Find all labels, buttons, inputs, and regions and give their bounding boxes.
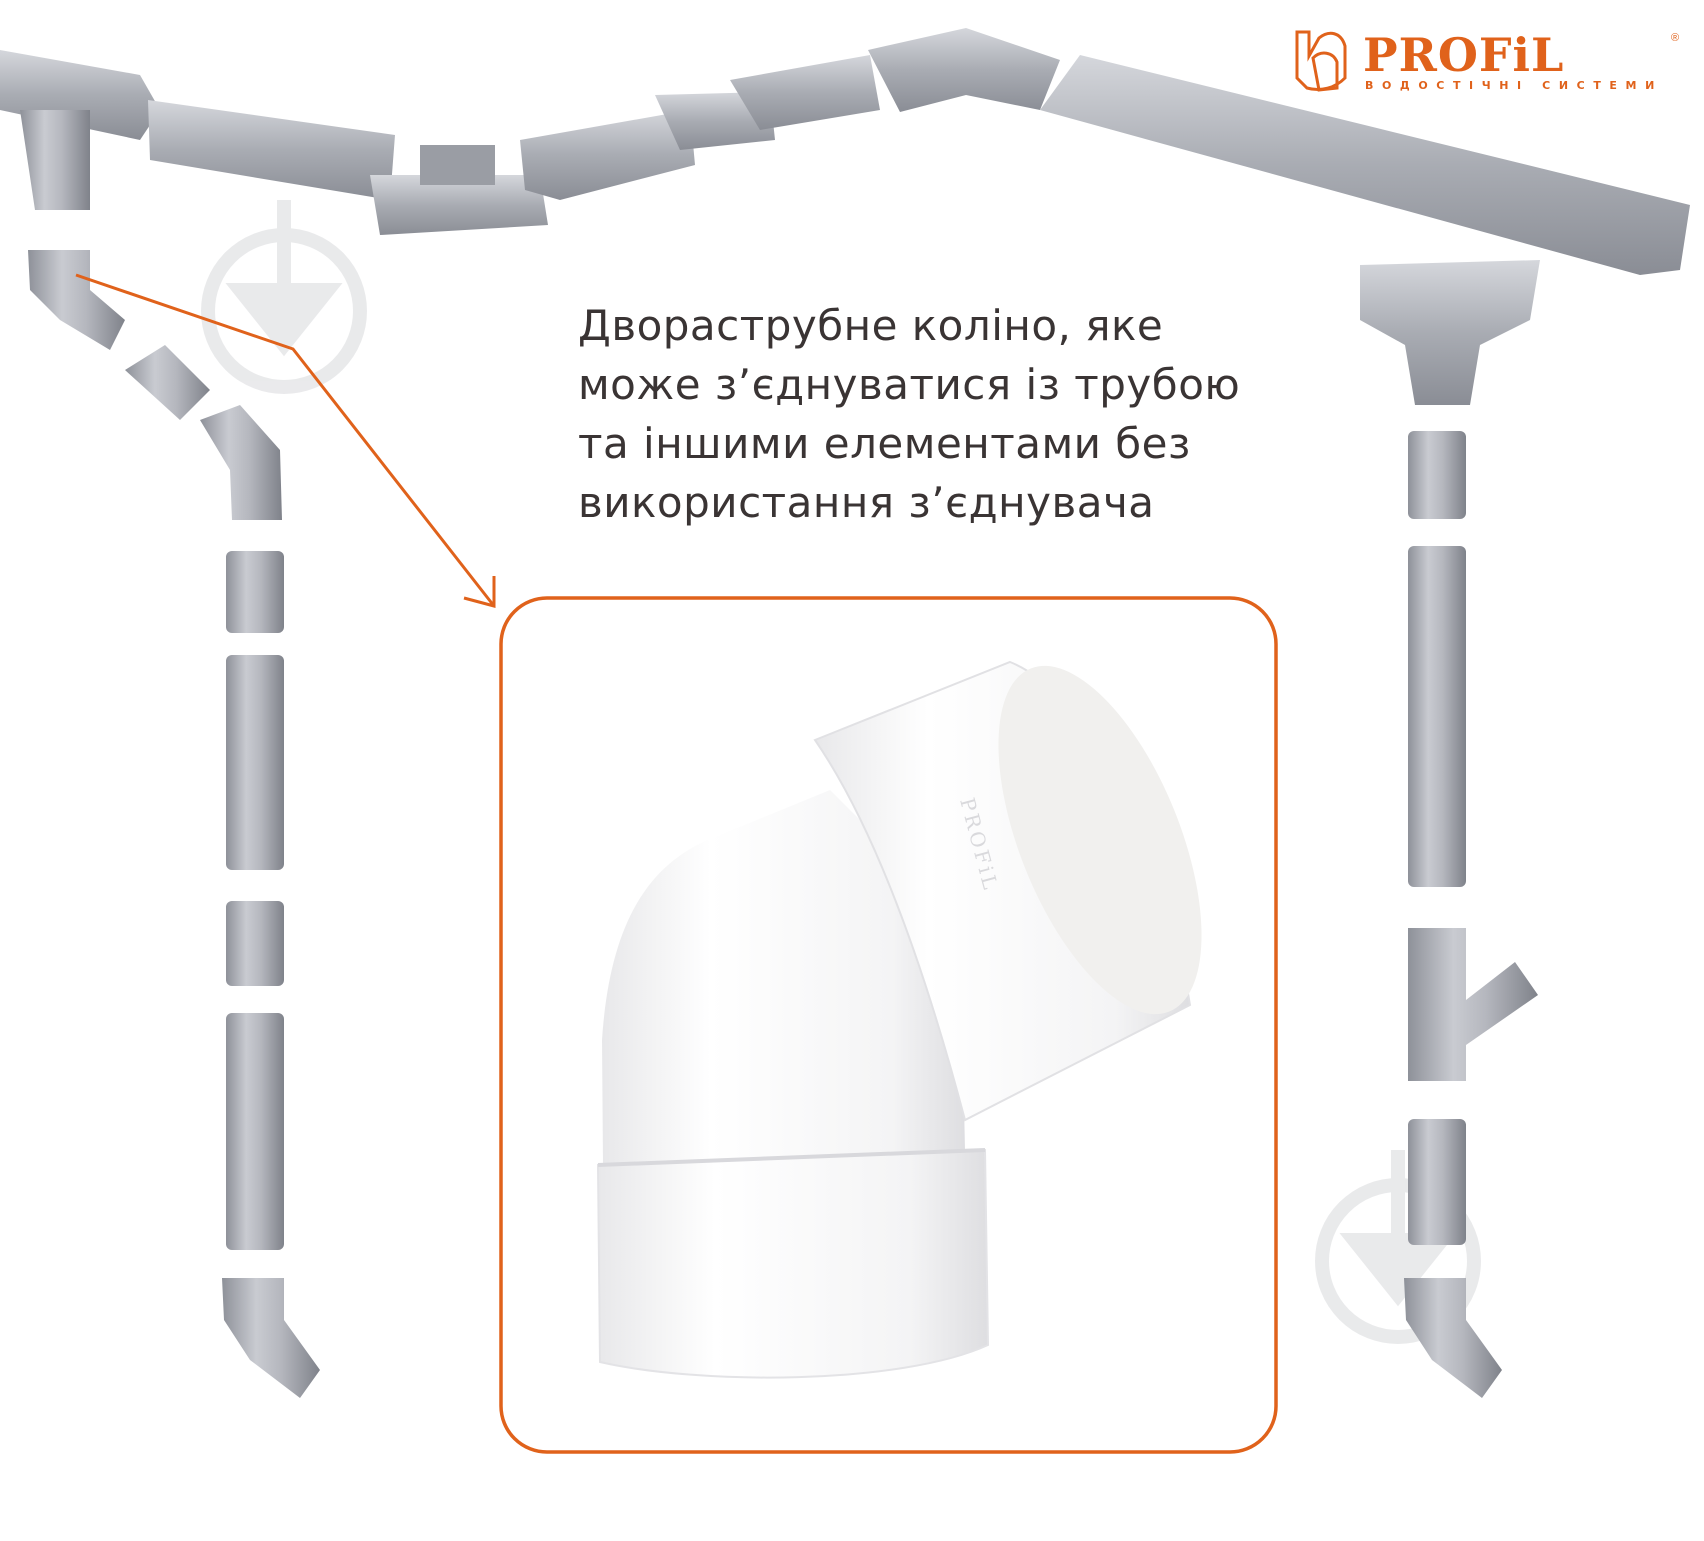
left-downpipe-column	[28, 250, 320, 1398]
registered-mark: ®	[1671, 32, 1680, 44]
brand-tagline: ВОДОСТІЧНІ СИСТЕМИ	[1365, 79, 1663, 92]
product-highlight-frame	[499, 596, 1278, 1454]
double-socket-elbow-image: PROFiL	[596, 660, 1202, 1379]
caption-line: використання з’єднувача	[578, 478, 1155, 527]
brand-name: PROFiL	[1363, 28, 1565, 82]
gutter-run	[0, 28, 1690, 405]
right-downpipe-column	[1404, 431, 1538, 1398]
brand-logo: PROFiL ® ВОДОСТІЧНІ СИСТЕМИ	[1293, 22, 1693, 97]
download-arrow-icon	[201, 200, 367, 394]
caption-line: Двораструбне коліно, яке	[578, 301, 1164, 350]
caption-line: може з’єднуватися із трубою	[578, 360, 1241, 409]
pointer-arrowhead	[463, 576, 496, 608]
pointer-arrow	[75, 273, 496, 607]
caption-line: та іншими елементами без	[578, 419, 1191, 468]
download-arrow-icon	[1315, 1150, 1481, 1344]
brand-logo-mark-icon	[1295, 30, 1347, 92]
product-caption: Двораструбне коліно, яке може з’єднувати…	[578, 296, 1338, 532]
